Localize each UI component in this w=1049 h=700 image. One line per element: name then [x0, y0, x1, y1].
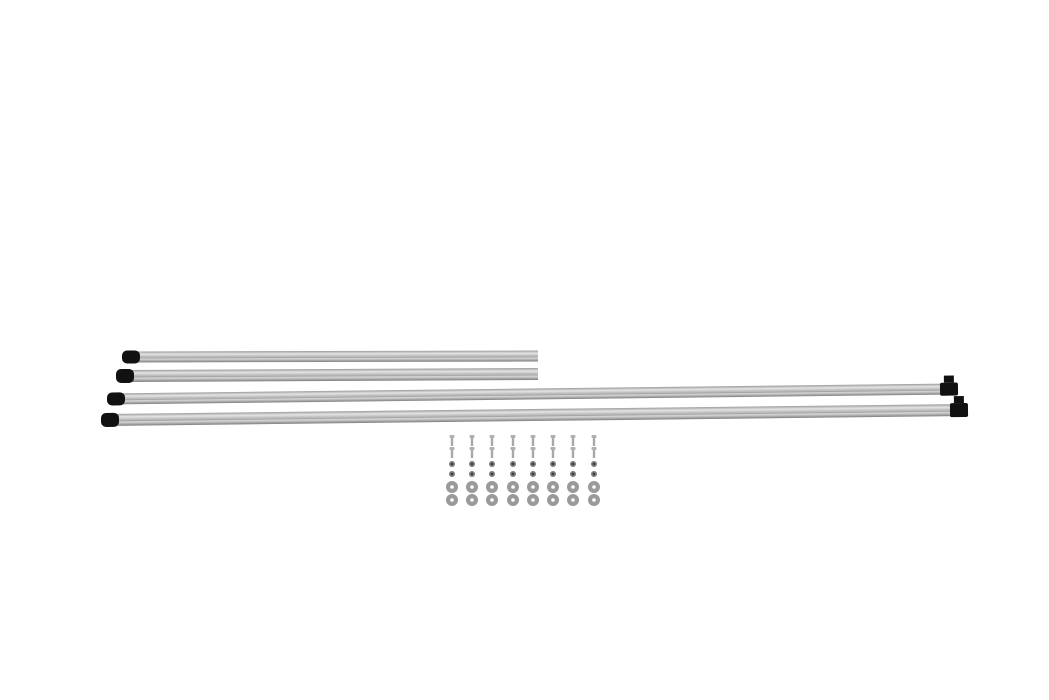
end-cap — [121, 350, 141, 364]
bolt-icon — [469, 435, 475, 446]
bolt-icon — [550, 435, 556, 446]
end-cap — [106, 392, 126, 406]
washer-icon — [507, 481, 519, 493]
washer-icon — [486, 481, 498, 493]
aluminum-rod — [100, 396, 969, 427]
end-cap — [115, 368, 135, 383]
washer-icon — [466, 494, 478, 506]
nut-icon — [550, 461, 556, 467]
washer-icon — [547, 494, 559, 506]
washer-icon — [507, 494, 519, 506]
bolt-icon — [489, 435, 495, 446]
washer-icon — [446, 494, 458, 506]
washer-icon — [527, 481, 539, 493]
nut-icon — [489, 471, 495, 477]
nut-icon — [469, 471, 475, 477]
washer-icon — [486, 494, 498, 506]
end-cap — [100, 412, 120, 427]
bolt-icon — [489, 447, 495, 458]
end-cap-clip — [943, 375, 954, 383]
aluminum-rod — [106, 375, 959, 406]
nut-icon — [449, 471, 455, 477]
washer-icon — [588, 494, 600, 506]
aluminum-rod — [115, 368, 539, 383]
rods — [100, 350, 969, 427]
washer-icon — [446, 481, 458, 493]
bolt-icon — [570, 447, 576, 458]
washer-icon — [567, 481, 579, 493]
washer-icon — [567, 494, 579, 506]
bolt-icon — [530, 435, 536, 446]
bolt-icon — [510, 435, 516, 446]
nut-icon — [530, 471, 536, 477]
washer-icon — [588, 481, 600, 493]
bolt-icon — [469, 447, 475, 458]
bolt-icon — [449, 435, 455, 446]
bolt-icon — [591, 435, 597, 446]
aluminum-rod — [121, 350, 539, 364]
nut-icon — [591, 471, 597, 477]
washer-icon — [466, 481, 478, 493]
bolt-icon — [449, 447, 455, 458]
nut-icon — [570, 471, 576, 477]
bolt-icon — [550, 447, 556, 458]
washer-icon — [547, 481, 559, 493]
bolt-icon — [530, 447, 536, 458]
end-cap-clip — [953, 396, 964, 404]
nut-icon — [530, 461, 536, 467]
bolt-icon — [570, 435, 576, 446]
nut-icon — [469, 461, 475, 467]
nut-icon — [489, 461, 495, 467]
bolt-icon — [591, 447, 597, 458]
bolt-icon — [510, 447, 516, 458]
nut-icon — [449, 461, 455, 467]
nut-icon — [510, 461, 516, 467]
nut-icon — [550, 471, 556, 477]
nut-icon — [510, 471, 516, 477]
hardware-kit — [446, 435, 600, 506]
nut-icon — [570, 461, 576, 467]
end-cap — [949, 403, 969, 418]
nut-icon — [591, 461, 597, 467]
end-cap — [939, 382, 959, 396]
washer-icon — [527, 494, 539, 506]
